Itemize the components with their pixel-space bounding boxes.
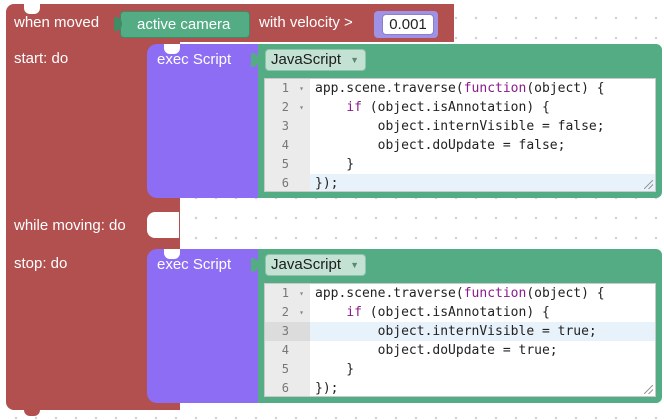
line-number: 4 bbox=[281, 343, 289, 357]
line-number: 1▾ bbox=[265, 79, 310, 98]
chevron-down-icon: ▼ bbox=[350, 260, 360, 270]
current-line-gutter-highlight bbox=[265, 322, 310, 341]
line-number: 3 bbox=[281, 324, 289, 338]
velocity-value: 0.001 bbox=[389, 16, 427, 33]
fold-arrow-icon[interactable]: ▾ bbox=[299, 84, 304, 93]
line-number: 1▾ bbox=[265, 284, 310, 303]
while-moving-slot[interactable] bbox=[147, 212, 179, 238]
velocity-label: with velocity > bbox=[259, 14, 353, 31]
line-number: 6 bbox=[281, 176, 289, 190]
line-number: 3 bbox=[281, 119, 289, 133]
resize-handle-icon[interactable] bbox=[644, 385, 653, 394]
code-line[interactable]: app.scene.traverse(function(object) { bbox=[315, 81, 605, 96]
active-camera-label: active camera bbox=[137, 16, 231, 33]
language-value: JavaScript bbox=[271, 51, 342, 68]
fold-arrow-icon[interactable]: ▾ bbox=[299, 103, 304, 112]
exec-script-label: exec Script bbox=[157, 51, 232, 68]
active-camera-block[interactable]: active camera bbox=[120, 11, 250, 38]
code-line[interactable]: }); bbox=[315, 381, 339, 396]
language-connector bbox=[251, 53, 259, 67]
code-editor[interactable]: 1▾ 2▾ 3 4 5 6 app.scene.traverse(functio… bbox=[264, 78, 656, 192]
code-line[interactable]: }); bbox=[315, 176, 339, 191]
line-number: 2▾ bbox=[265, 303, 310, 322]
event-block-tab bbox=[24, 406, 40, 416]
resize-handle-icon[interactable] bbox=[644, 180, 653, 189]
code-editor[interactable]: 1▾ 2▾ 3 4 5 6 app.scene.traverse(functio… bbox=[264, 283, 656, 397]
exec-script-block[interactable] bbox=[147, 44, 261, 198]
line-number: 5 bbox=[281, 362, 289, 376]
code-line[interactable]: object.doUpdate = false; bbox=[315, 138, 566, 153]
code-line[interactable]: object.internVisible = true; bbox=[315, 324, 597, 339]
code-line[interactable]: object.internVisible = false; bbox=[315, 119, 605, 134]
line-number: 5 bbox=[281, 157, 289, 171]
exec-script-label: exec Script bbox=[157, 256, 232, 273]
exec-script-block[interactable] bbox=[147, 249, 261, 403]
fold-arrow-icon[interactable]: ▾ bbox=[299, 308, 304, 317]
block-notch bbox=[164, 44, 180, 54]
velocity-input[interactable]: 0.001 bbox=[382, 14, 434, 35]
code-line[interactable]: if (object.isAnnotation) { bbox=[346, 100, 550, 115]
code-line[interactable]: app.scene.traverse(function(object) { bbox=[315, 286, 605, 301]
current-line-highlight bbox=[310, 322, 655, 341]
language-value: JavaScript bbox=[271, 256, 342, 273]
language-dropdown[interactable]: JavaScript ▼ bbox=[265, 254, 367, 276]
camera-connector bbox=[114, 17, 122, 31]
while-moving-do-label: while moving: do bbox=[14, 217, 126, 234]
block-notch bbox=[164, 249, 180, 259]
event-header-label: when moved bbox=[14, 14, 100, 31]
line-gutter bbox=[265, 79, 310, 191]
code-line[interactable]: } bbox=[315, 157, 355, 172]
start-do-label: start: do bbox=[14, 50, 69, 67]
code-line[interactable]: if (object.isAnnotation) { bbox=[346, 305, 550, 320]
code-line[interactable]: } bbox=[315, 362, 355, 377]
fold-arrow-icon[interactable]: ▾ bbox=[299, 289, 304, 298]
line-number: 4 bbox=[281, 138, 289, 152]
language-dropdown[interactable]: JavaScript ▼ bbox=[265, 49, 367, 71]
language-connector bbox=[251, 258, 259, 272]
current-line-highlight bbox=[310, 174, 655, 191]
line-number: 2▾ bbox=[265, 98, 310, 117]
stop-do-label: stop: do bbox=[14, 255, 68, 272]
line-number: 6 bbox=[281, 381, 289, 395]
chevron-down-icon: ▼ bbox=[350, 55, 360, 65]
block-notch bbox=[24, 4, 40, 14]
code-line[interactable]: object.doUpdate = true; bbox=[315, 343, 558, 358]
